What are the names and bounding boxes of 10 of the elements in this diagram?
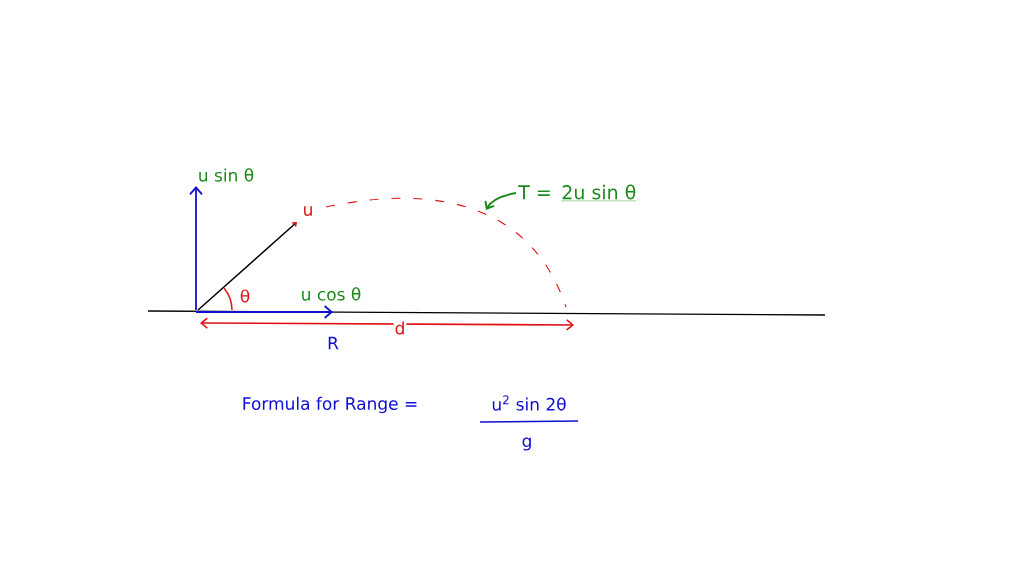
formula-text: g bbox=[522, 437, 531, 451]
range-label: R bbox=[328, 336, 339, 350]
pointer-arrow bbox=[484, 192, 517, 210]
formula-text: Formula for Range = bbox=[243, 396, 417, 414]
formula-text: T = 2u sin θ bbox=[518, 184, 637, 202]
symbol-label: u cos θ bbox=[302, 287, 361, 301]
angle-label: θ bbox=[240, 289, 250, 303]
dimension-label: d bbox=[393, 320, 407, 336]
symbol-label: u sin θ bbox=[199, 168, 254, 182]
formula-text: u$^{2}$ sin 2θ bbox=[492, 395, 566, 411]
